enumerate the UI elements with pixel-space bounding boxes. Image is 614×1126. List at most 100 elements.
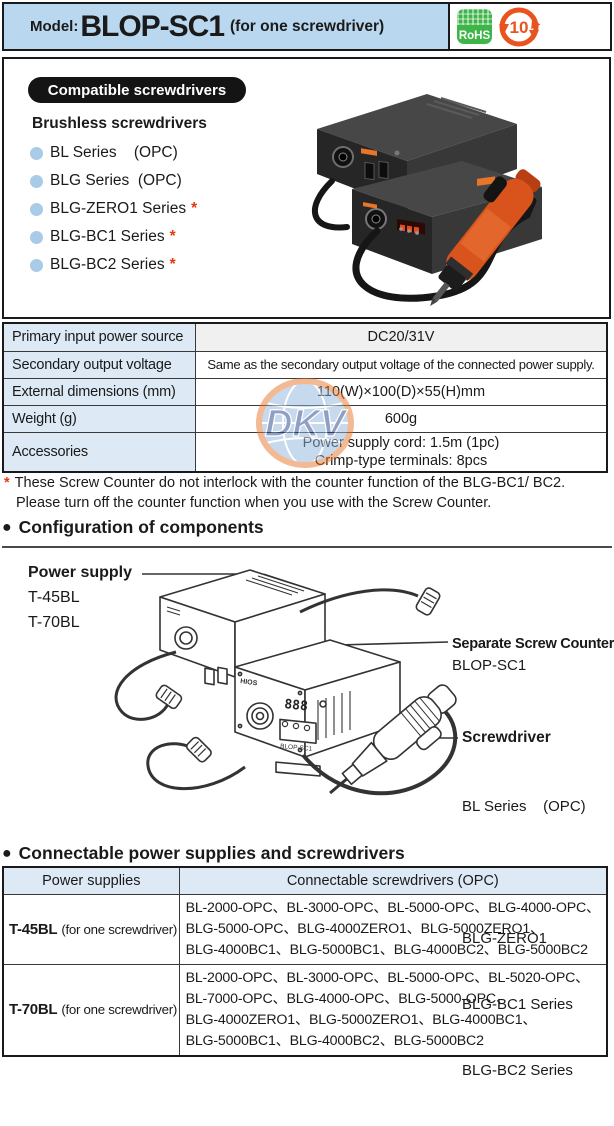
diagram-label-model: T-45BL	[28, 589, 80, 606]
series-label: BL Series (OPC)	[50, 144, 178, 161]
power-supply-suffix: (for one screwdriver)	[61, 921, 177, 937]
counter-brand-text: HIOS	[240, 678, 258, 687]
footnote-text: Please turn off the counter function whe…	[16, 495, 492, 511]
series-label: BLG-ZERO1 Series	[50, 200, 187, 217]
diagram-label-model: BL Series (OPC)	[462, 798, 586, 815]
power-supply-suffix: (for one screwdriver)	[61, 1002, 177, 1017]
diagram-line-art: HIOS 888 BLOP-SC1	[114, 569, 458, 796]
series-label: BLG-BC1 Series	[50, 228, 165, 245]
divider	[2, 546, 612, 548]
power-supply-model: T-70BL	[9, 1001, 58, 1018]
list-item: BLG-ZERO1 Series*	[30, 195, 197, 223]
section-heading-connectable: ● Connectable power supplies and screwdr…	[2, 843, 405, 864]
footnote-star: *	[191, 200, 198, 217]
counter-display-text: 888	[284, 697, 309, 714]
drivers-line: BL-2000-OPC、BL-3000-OPC、BL-5000-OPC、BLG-…	[185, 900, 601, 916]
model-name: BLOP-SC1	[80, 9, 225, 43]
footnote-star: *	[4, 475, 10, 491]
diagram-label-power-supply: Power supply	[28, 564, 133, 581]
connectable-table: Power supplies Connectable screwdrivers …	[2, 866, 608, 1057]
footnote-text: These Screw Counter do not interlock wit…	[14, 475, 566, 491]
table-row: Secondary output voltage Same as the sec…	[2, 350, 608, 379]
section-heading-configuration: ● Configuration of components	[2, 517, 264, 538]
section-title: Connectable power supplies and screwdriv…	[18, 843, 405, 863]
rohs-pattern	[457, 9, 492, 25]
spec-value: 110(W)×100(D)×55(H)mm	[195, 377, 608, 406]
certification-badges: RoHS 10	[448, 4, 610, 49]
drivers-line: BLG-5000-OPC、BLG-4000ZERO1、BLG-5000ZERO1…	[185, 921, 545, 937]
spec-label: Weight (g)	[2, 404, 196, 433]
spec-value: DC20/31V	[195, 322, 608, 352]
compatible-list: BL Series (OPC) BLG Series (OPC) BLG-ZER…	[30, 139, 197, 279]
power-supply-model: T-45BL	[9, 920, 58, 938]
bullet-dot-icon	[30, 202, 43, 216]
bullet-dot-icon	[30, 174, 43, 188]
bullet-dot-icon	[30, 258, 43, 272]
compatible-pill: Compatible screwdrivers	[28, 77, 246, 103]
table-header-row: Power supplies Connectable screwdrivers …	[2, 866, 608, 895]
drivers-line: BL-7000-OPC、BLG-4000-OPC、BLG-5000-OPC、	[185, 991, 511, 1007]
spec-table: Primary input power source DC20/31V Seco…	[2, 322, 608, 473]
column-header: Power supplies	[2, 866, 180, 895]
product-photo	[277, 69, 607, 314]
spec-label: External dimensions (mm)	[2, 377, 196, 406]
rohs-badge-icon: RoHS	[457, 9, 492, 44]
list-item: BLG-BC2 Series*	[30, 251, 197, 279]
column-header: Connectable screwdrivers (OPC)	[178, 866, 608, 895]
footnote-line: * These Screw Counter do not interlock w…	[4, 473, 608, 493]
bullet-dot-icon	[30, 146, 43, 160]
drivers-line: BLG-4000ZERO1、BLG-5000ZERO1、BLG-4000BC1、	[185, 1012, 537, 1028]
table-row: T-70BL (for one screwdriver) BL-2000-OPC…	[2, 964, 608, 1057]
power-supply-cell: T-45BL (for one screwdriver)	[2, 894, 180, 965]
table-row: Primary input power source DC20/31V	[2, 322, 608, 352]
bullet-dot-icon	[30, 230, 43, 244]
configuration-diagram: HIOS 888 BLOP-SC1 Power supply T-45BL T-…	[0, 552, 614, 1079]
spec-value: Same as the secondary output voltage of …	[195, 350, 608, 379]
diagram-label-model: T-70BL	[28, 614, 80, 631]
model-title: Model: BLOP-SC1 (for one screwdriver)	[4, 4, 448, 49]
drivers-cell: BL-2000-OPC、BL-3000-OPC、BL-5000-OPC、BLG-…	[178, 894, 608, 965]
drivers-line: BL-2000-OPC、BL-3000-OPC、BL-5000-OPC、BL-5…	[185, 970, 590, 986]
spec-label: Primary input power source	[2, 322, 196, 352]
power-supply-cell: T-70BL (for one screwdriver)	[2, 964, 180, 1057]
list-item: BL Series (OPC)	[30, 139, 197, 167]
drivers-cell: BL-2000-OPC、BL-3000-OPC、BL-5000-OPC、BL-5…	[178, 964, 608, 1057]
series-label: BLG-BC2 Series	[50, 256, 165, 273]
table-row: External dimensions (mm) 110(W)×100(D)×5…	[2, 377, 608, 406]
spec-label: Secondary output voltage	[2, 350, 196, 379]
bullet-icon: ●	[2, 844, 12, 862]
china-rohs-10-icon: 10	[499, 7, 541, 46]
photo-screwdriver	[430, 169, 541, 307]
spec-value: Power supply cord: 1.5m (1pc) Crimp-type…	[195, 431, 608, 473]
bullet-icon: ●	[2, 518, 12, 536]
counter-model-text: BLOP-SC1	[280, 743, 313, 753]
section-title: Configuration of components	[18, 517, 264, 537]
diagram-label-model: BLOP-SC1	[452, 657, 527, 674]
footnote-star: *	[169, 256, 176, 273]
table-row: Weight (g) 600g	[2, 404, 608, 433]
model-label: Model:	[30, 18, 79, 35]
diagram-label-screwdriver: Screwdriver	[462, 729, 551, 746]
footnote: * These Screw Counter do not interlock w…	[4, 473, 608, 513]
model-suffix: (for one screwdriver)	[230, 17, 385, 35]
drivers-line: BLG-5000BC1、BLG-4000BC2、BLG-5000BC2	[185, 1033, 484, 1049]
spec-label: Accessories	[2, 431, 196, 473]
list-item: BLG-BC1 Series*	[30, 223, 197, 251]
table-row: Accessories Power supply cord: 1.5m (1pc…	[2, 431, 608, 473]
drivers-line: BLG-4000BC1、BLG-5000BC1、BLG-4000BC2、BLG-…	[185, 942, 588, 958]
compatible-screwdrivers-box: Compatible screwdrivers Brushless screwd…	[2, 57, 611, 319]
rohs-label: RoHS	[458, 30, 491, 42]
compatible-subtitle: Brushless screwdrivers	[32, 115, 207, 132]
svg-text:10: 10	[510, 18, 529, 37]
diagram-label-screw-counter: Separate Screw Counter	[452, 636, 614, 652]
series-label: BLG Series (OPC)	[50, 172, 182, 189]
product-spec-page: { "colors": { "header_blue": "#b9d7ee", …	[0, 0, 614, 1079]
spec-value: 600g	[195, 404, 608, 433]
footnote-line: Please turn off the counter function whe…	[4, 493, 608, 513]
list-item: BLG Series (OPC)	[30, 167, 197, 195]
diagram-label-model: BLG-BC2 Series	[462, 1062, 573, 1079]
footnote-star: *	[169, 228, 176, 245]
table-row: T-45BL (for one screwdriver) BL-2000-OPC…	[2, 894, 608, 965]
model-header: Model: BLOP-SC1 (for one screwdriver) Ro…	[2, 2, 612, 51]
photo-cable-loop	[311, 178, 350, 231]
